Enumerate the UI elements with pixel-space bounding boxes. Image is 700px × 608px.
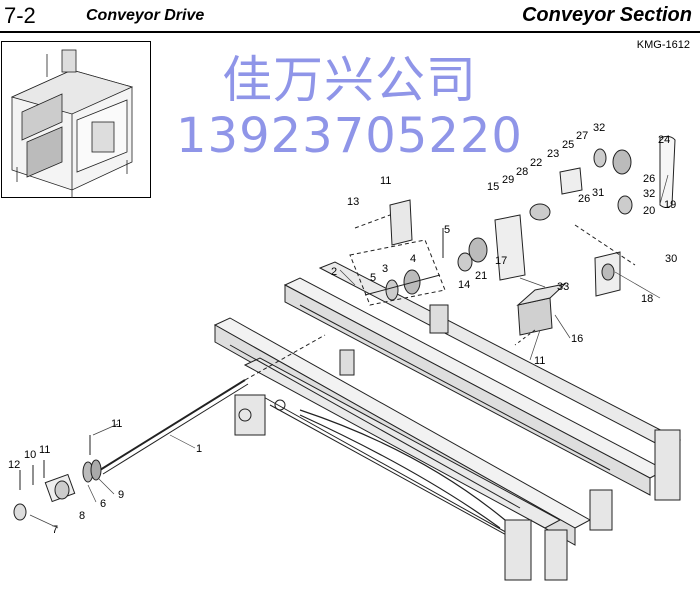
callout-label: 11 — [111, 418, 122, 430]
callout-label: 11 — [534, 355, 545, 367]
callout-label: 1 — [196, 443, 202, 455]
callout-label: 9 — [118, 489, 124, 501]
callout-label: 30 — [665, 253, 677, 265]
callout-label: 17 — [495, 255, 507, 267]
callout-label: 29 — [502, 174, 514, 186]
reference-code: KMG-1612 — [636, 39, 690, 51]
callout-label: 27 — [576, 130, 588, 142]
section-title: Conveyor Drive — [86, 7, 205, 24]
callout-label: 5 — [370, 272, 376, 284]
callout-label: 32 — [643, 188, 655, 200]
watermark-company: 佳万兴公司 — [222, 51, 477, 109]
motor-group — [457, 135, 676, 346]
callout-label: 13 — [347, 196, 359, 208]
callout-label: 11 — [380, 175, 391, 187]
leader-lines — [29, 174, 669, 529]
machine-thumbnail-drawing — [10, 49, 134, 198]
callout-label: 6 — [100, 498, 106, 510]
chapter-title: Conveyor Section — [521, 4, 692, 26]
header-rule — [0, 31, 700, 33]
callout-label: 15 — [487, 181, 499, 193]
callout-label: 31 — [592, 187, 604, 199]
callout-label: 8 — [79, 510, 85, 522]
callout-label: 21 — [475, 270, 487, 282]
callout-label: 25 — [562, 139, 574, 151]
callout-label: 32 — [593, 122, 605, 134]
belt — [299, 409, 506, 529]
callout-label: 33 — [557, 281, 569, 293]
drive-shaft — [99, 334, 326, 475]
callout-label: 18 — [641, 293, 653, 305]
callout-label: 5 — [444, 224, 450, 236]
callout-label: 10 — [24, 449, 36, 461]
callout-label: 26 — [643, 173, 655, 185]
callout-label: 26 — [578, 193, 590, 205]
callout-label: 24 — [658, 134, 670, 146]
callout-label: 11 — [39, 444, 50, 456]
callout-label: 14 — [458, 279, 470, 291]
drive-pulley-group — [349, 199, 446, 306]
callout-label: 4 — [410, 253, 416, 265]
callout-labels: 1 2 3 4 5 5 6 7 8 9 10 11 11 11 11 12 13… — [8, 122, 677, 536]
callout-label: 3 — [382, 263, 388, 275]
callout-label: 28 — [516, 166, 528, 178]
watermark-phone: 13923705220 — [176, 108, 523, 164]
callout-label: 20 — [643, 205, 655, 217]
callout-label: 22 — [530, 157, 542, 169]
callout-label: 23 — [547, 148, 559, 160]
callout-label: 19 — [664, 199, 676, 211]
callout-label: 16 — [571, 333, 583, 345]
section-number: 7-2 — [4, 3, 36, 28]
callout-label: 7 — [52, 524, 58, 536]
callout-label: 2 — [331, 266, 337, 278]
conveyor-frame — [213, 261, 682, 581]
page-header: 7-2 Conveyor Drive Conveyor Section — [0, 0, 700, 34]
machine-thumbnail — [1, 41, 151, 198]
left-end-parts — [13, 435, 102, 521]
callout-label: 12 — [8, 459, 20, 471]
